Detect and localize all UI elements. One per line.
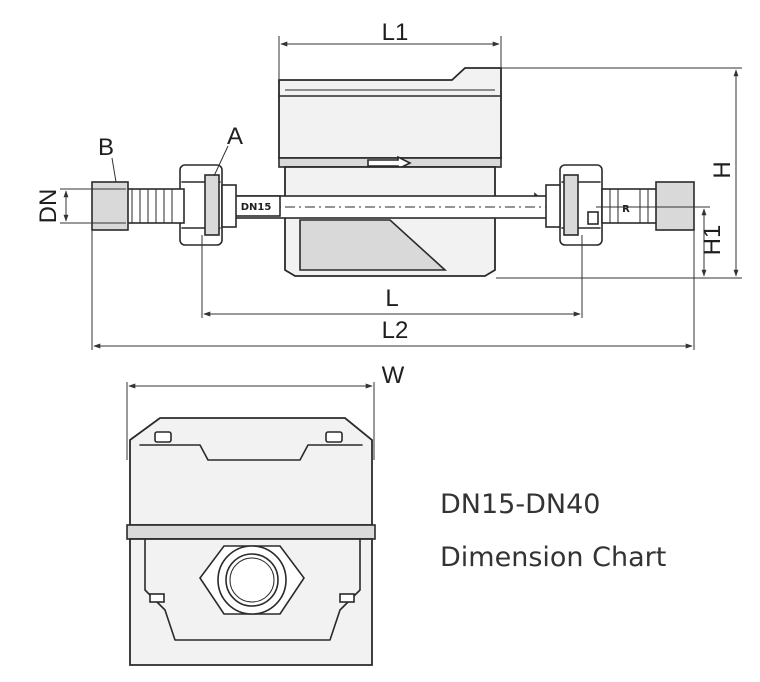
leader-a (213, 145, 229, 177)
label-h: H (709, 161, 736, 178)
meter-register (278, 67, 502, 171)
caption-line-2: Dimension Chart (440, 542, 666, 573)
meter-body (284, 166, 550, 277)
flow-arrow-top (367, 155, 412, 171)
label-l2: L2 (382, 317, 409, 344)
leader-b (111, 157, 117, 183)
witness-lines (60, 36, 742, 350)
left-union-nut (179, 164, 237, 246)
right-union-nut (545, 164, 603, 246)
left-tailpiece (91, 181, 185, 231)
label-l1: L1 (382, 19, 409, 46)
label-dn: DN (35, 189, 62, 224)
label-b: B (98, 134, 114, 161)
side-view: DN15 (35, 19, 742, 350)
caption-line-1: DN15-DN40 (440, 489, 600, 520)
label-l: L (385, 285, 398, 312)
right-tailpiece (601, 181, 695, 231)
label-a: A (227, 123, 243, 150)
nut-marking: R (622, 204, 630, 215)
label-w: W (382, 362, 405, 389)
label-h1: H1 (699, 225, 726, 256)
dn15-marking: DN15 (241, 202, 272, 213)
front-view: W (126, 362, 405, 666)
